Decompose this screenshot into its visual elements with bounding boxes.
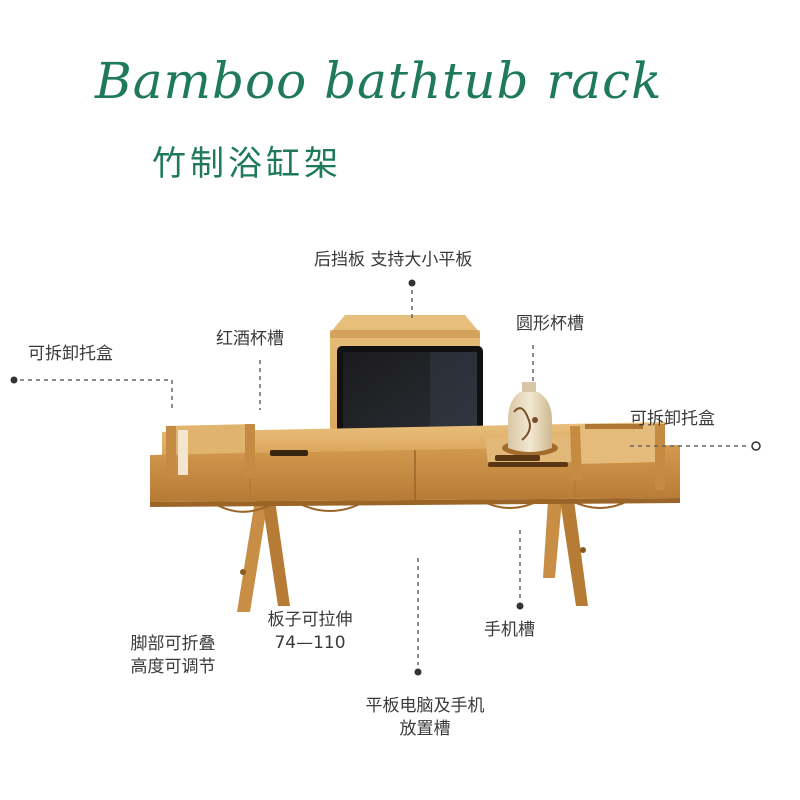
title-chinese: 竹制浴缸架: [152, 144, 342, 184]
title-english: Bamboo bathtub rack: [95, 52, 663, 110]
label-extendable-line1: 板子可拉伸: [267, 610, 353, 630]
endpoint-ring: [751, 441, 761, 451]
label-tray-left: 可拆卸托盒: [28, 344, 113, 364]
label-legs-line2: 高度可调节: [130, 657, 216, 677]
ceramic-vase: [508, 382, 552, 452]
label-tablet-line2: 放置槽: [399, 719, 451, 739]
label-tray-right: 可拆卸托盒: [630, 409, 715, 429]
label-tablet-line1: 平板电脑及手机: [365, 696, 485, 716]
label-round-cup-slot: 圆形杯槽: [516, 314, 584, 334]
label-tablet-slot: 平板电脑及手机 放置槽: [340, 695, 510, 741]
label-legs: 脚部可折叠 高度可调节: [108, 633, 238, 679]
leader-lines: [10, 279, 761, 676]
tablet: [337, 346, 483, 450]
label-back-board: 后挡板 支持大小平板: [314, 250, 473, 270]
label-extendable-range: 74—110: [274, 633, 346, 653]
folding-legs: [237, 500, 588, 612]
label-legs-line1: 脚部可折叠: [130, 634, 216, 654]
wine-glass-slot: [270, 450, 308, 456]
endpoint-dot: [516, 602, 524, 610]
label-phone-slot: 手机槽: [484, 620, 535, 640]
left-tray: [166, 424, 255, 478]
label-extendable: 板子可拉伸 74—110: [250, 609, 370, 655]
phone-slot: [488, 462, 568, 467]
endpoint-dot: [414, 668, 422, 676]
endpoint-dot: [408, 279, 416, 287]
right-tray: [570, 424, 665, 490]
endpoint-dot: [10, 376, 18, 384]
label-wine-slot: 红酒杯槽: [216, 329, 284, 349]
